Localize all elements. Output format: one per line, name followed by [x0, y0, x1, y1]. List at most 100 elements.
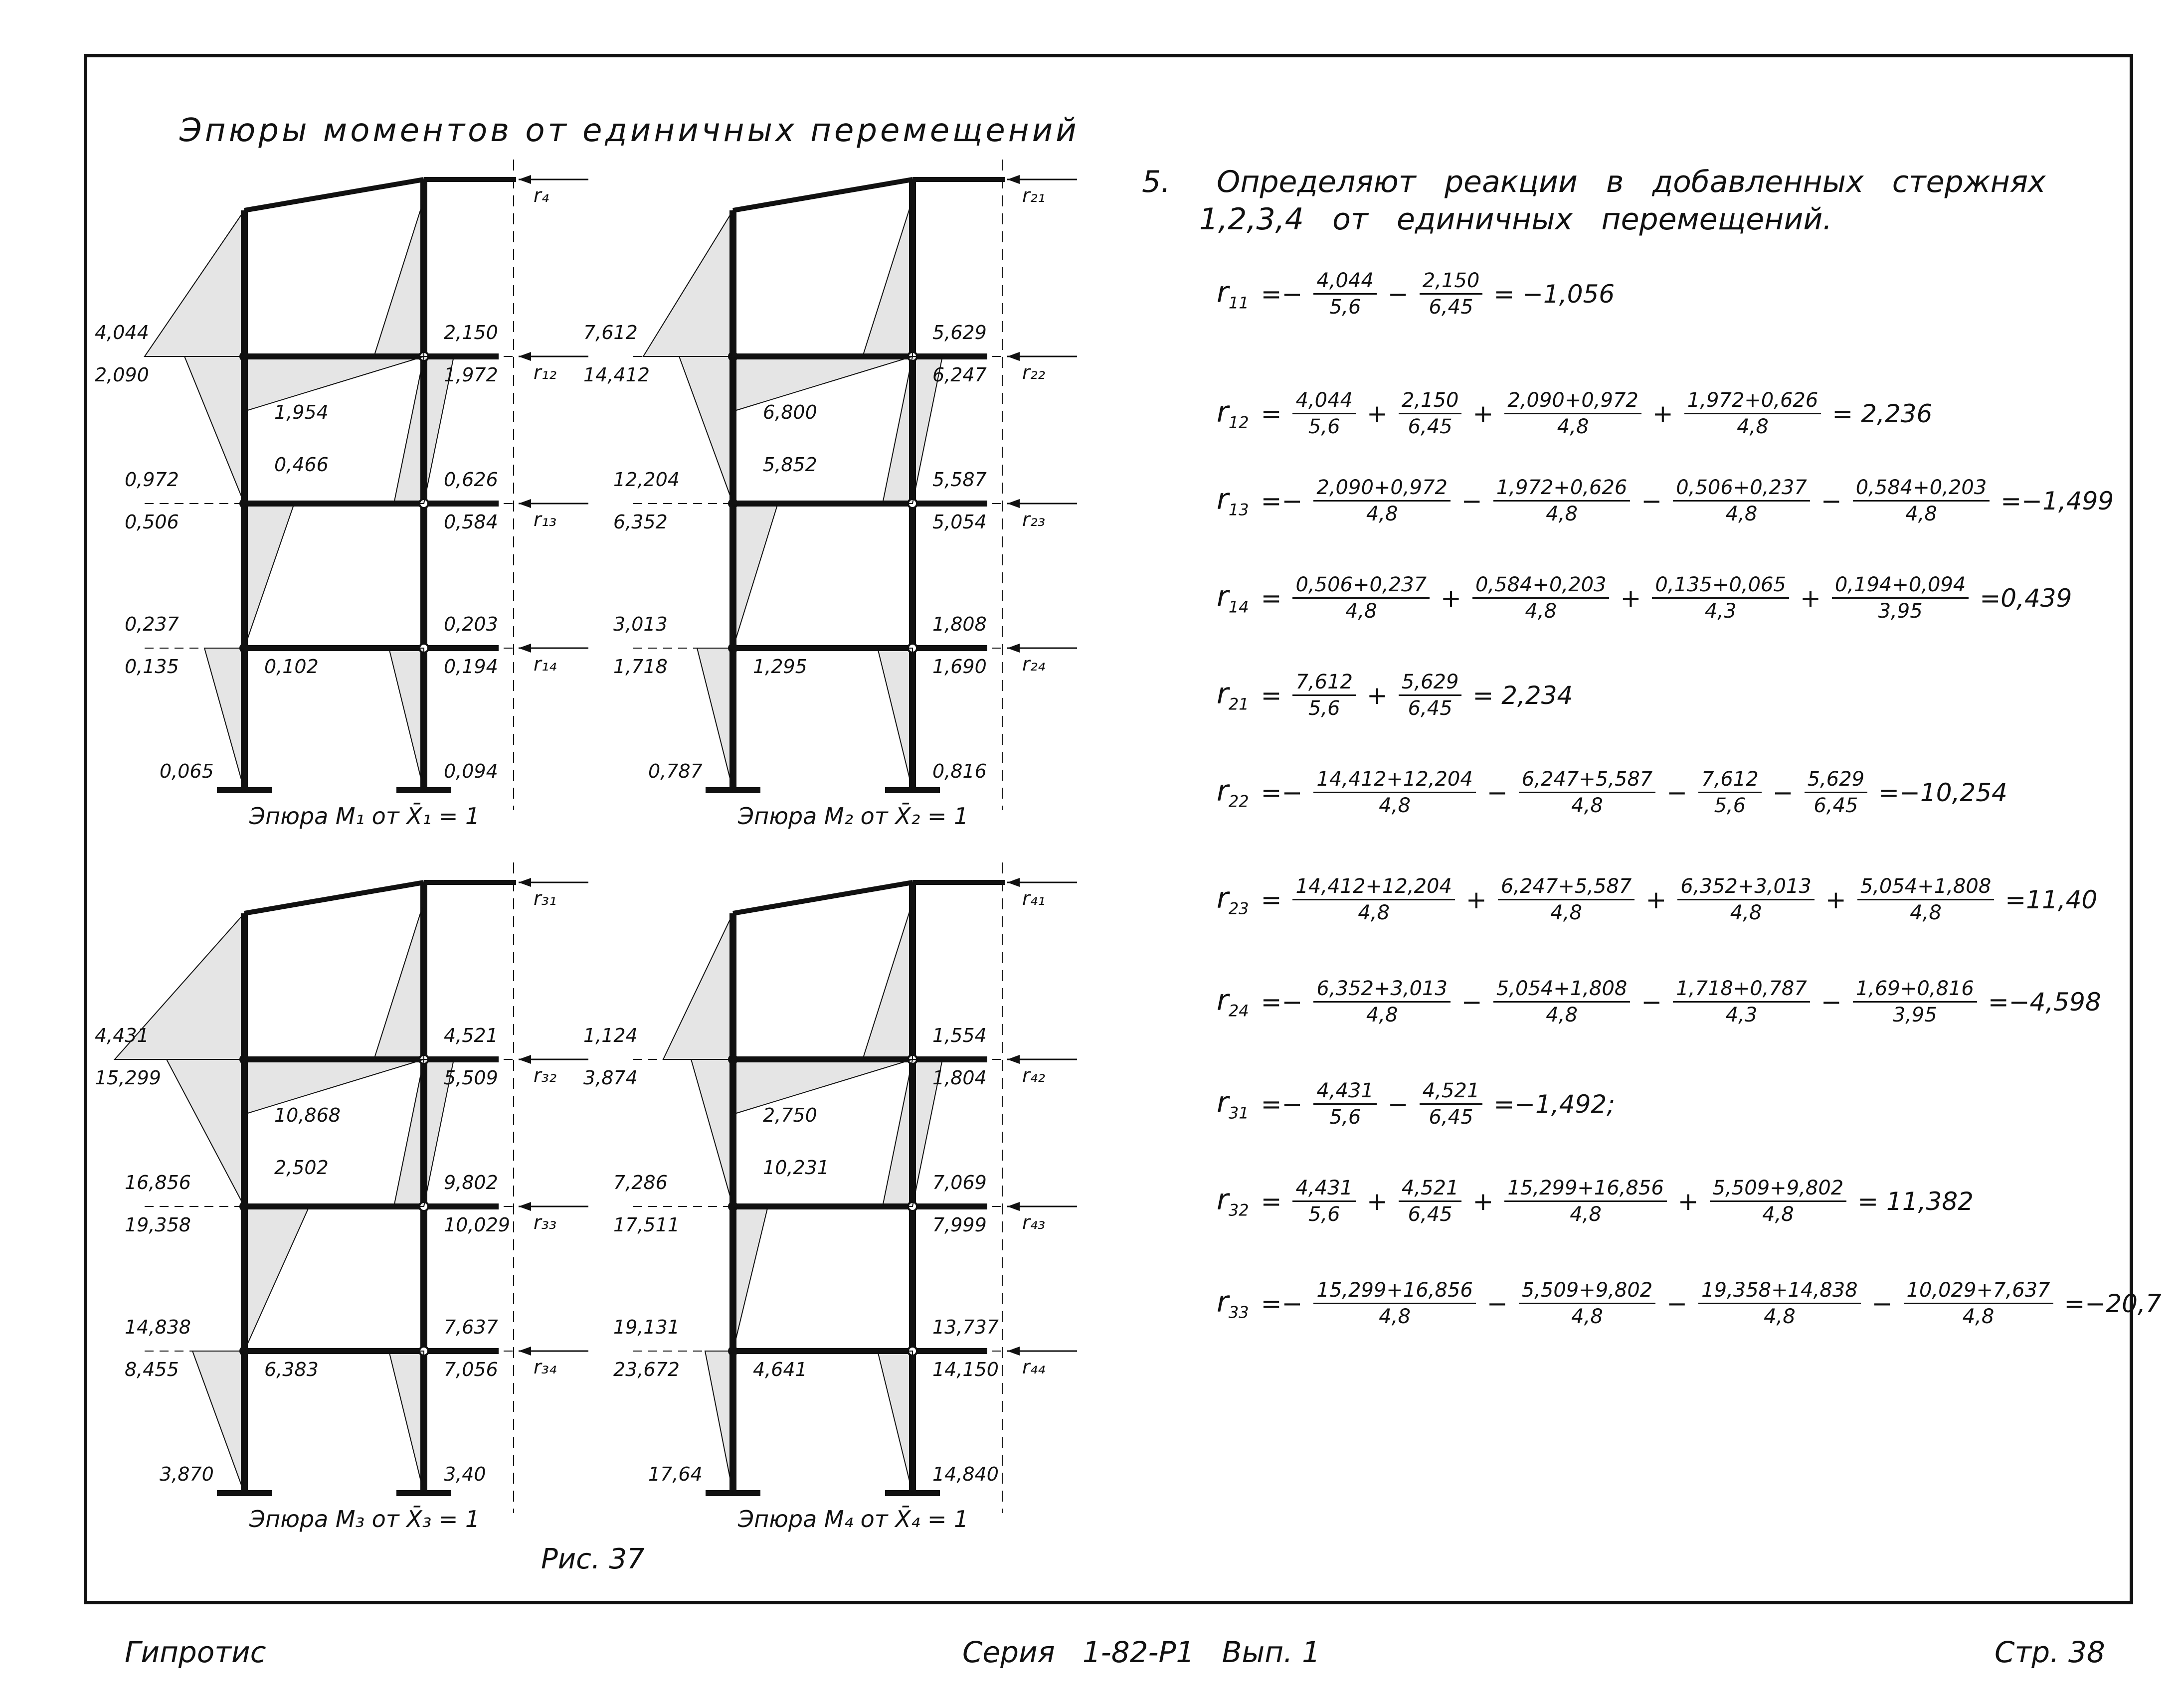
moment-value: 0,194	[444, 656, 498, 678]
arrowhead	[519, 352, 531, 361]
reaction-label: r₄	[534, 184, 549, 206]
moment-value: 0,065	[160, 760, 214, 782]
moment-value: 19,358	[125, 1214, 191, 1236]
moment-value: 4,521	[444, 1025, 498, 1046]
moment-value: 2,150	[444, 322, 498, 343]
arrowhead	[519, 175, 531, 184]
operator: =−	[1261, 987, 1303, 1017]
reaction-label: r₁₃	[534, 509, 557, 530]
moment-value: 1,690	[932, 656, 987, 678]
arrowhead	[519, 499, 531, 508]
moment-value: 0,584	[444, 511, 498, 533]
moment-value: 0,094	[444, 760, 498, 782]
section-number: 5.	[1142, 165, 1171, 199]
operator: =−	[1261, 778, 1303, 807]
operator: +	[1472, 1187, 1494, 1216]
section-text-line1: Определяют реакции в добавленных стержня…	[1217, 165, 2046, 199]
moment-value: 1,954	[274, 401, 329, 423]
operator: =−	[1261, 1289, 1303, 1318]
moment-value: 0,506	[125, 511, 179, 533]
arrowhead	[1007, 644, 1020, 653]
equation-result: = −1,056	[1493, 279, 1615, 309]
operator: =	[1261, 1187, 1282, 1216]
moment-area	[732, 356, 913, 412]
moment-area	[373, 199, 424, 357]
moment-area	[662, 913, 733, 1060]
equation-lhs: r24	[1217, 983, 1249, 1021]
operator: =−	[1261, 279, 1303, 309]
operator: +	[1645, 885, 1667, 914]
equation-result: =−4,598	[1988, 987, 2101, 1017]
operator: +	[1652, 399, 1673, 428]
arrowhead	[519, 1202, 531, 1211]
moment-area	[244, 356, 424, 412]
equation-lhs: r11	[1217, 275, 1249, 313]
operator: +	[1620, 583, 1641, 613]
moment-area	[732, 503, 779, 649]
moment-value: 14,840	[932, 1463, 999, 1485]
moment-value: 6,352	[613, 511, 668, 533]
moment-value: 8,455	[125, 1359, 179, 1380]
moment-value: 5,587	[932, 469, 987, 491]
arrowhead	[1007, 175, 1020, 184]
moment-value: 1,718	[613, 656, 668, 678]
moment-value: 14,838	[125, 1316, 191, 1338]
operator: +	[1367, 681, 1388, 710]
moment-area	[388, 1351, 424, 1494]
roof-beam	[244, 177, 424, 213]
operator: −	[1387, 1089, 1409, 1119]
moment-value: 12,204	[613, 469, 680, 491]
moment-area	[877, 648, 913, 791]
footer-series: Серия 1-82-Р1 Вып. 1	[962, 1635, 1320, 1669]
equation-result: = 11,382	[1857, 1187, 1974, 1216]
reaction-label: r₂₄	[1022, 653, 1046, 675]
reaction-label: r₁₄	[534, 653, 557, 675]
operator: −	[1820, 987, 1842, 1017]
moment-area	[882, 356, 943, 504]
moment-area	[373, 902, 424, 1060]
moment-value: 0,816	[932, 760, 987, 782]
operator: +	[1472, 399, 1494, 428]
diagram-caption: Эпюра M₃ от X̄₃ = 1	[249, 1506, 480, 1533]
operator: −	[1641, 987, 1662, 1017]
moment-value: 14,412	[583, 364, 650, 386]
equation-lhs: r14	[1217, 579, 1249, 617]
moment-value: 10,231	[763, 1157, 829, 1179]
equation-lhs: r33	[1217, 1285, 1249, 1322]
arrowhead	[519, 1347, 531, 1356]
operator: −	[1486, 1289, 1508, 1318]
equation-lhs: r21	[1217, 677, 1249, 714]
moment-value: 17,511	[613, 1214, 680, 1236]
equation-lhs: r32	[1217, 1183, 1249, 1220]
footer-page-number: Стр. 38	[1995, 1635, 2105, 1669]
operator: +	[1367, 399, 1388, 428]
operator: =	[1261, 399, 1282, 428]
operator: −	[1666, 1289, 1688, 1318]
reaction-label: r₃₂	[534, 1064, 557, 1086]
operator: =	[1261, 885, 1282, 914]
moment-value: 6,383	[264, 1359, 319, 1380]
moment-value: 4,431	[95, 1025, 149, 1046]
page-frame	[84, 54, 2133, 1604]
moment-area	[393, 356, 455, 504]
operator: +	[1677, 1187, 1699, 1216]
reaction-label: r₄₄	[1022, 1356, 1046, 1378]
section-text-line2: 1,2,3,4 от единичных перемещений.	[1199, 202, 1832, 237]
equation-result: =−1,499	[2000, 486, 2114, 515]
moment-value: 6,247	[932, 364, 987, 386]
moment-value: 5,629	[932, 322, 987, 343]
operator: +	[1441, 583, 1461, 613]
moment-area	[862, 199, 913, 357]
